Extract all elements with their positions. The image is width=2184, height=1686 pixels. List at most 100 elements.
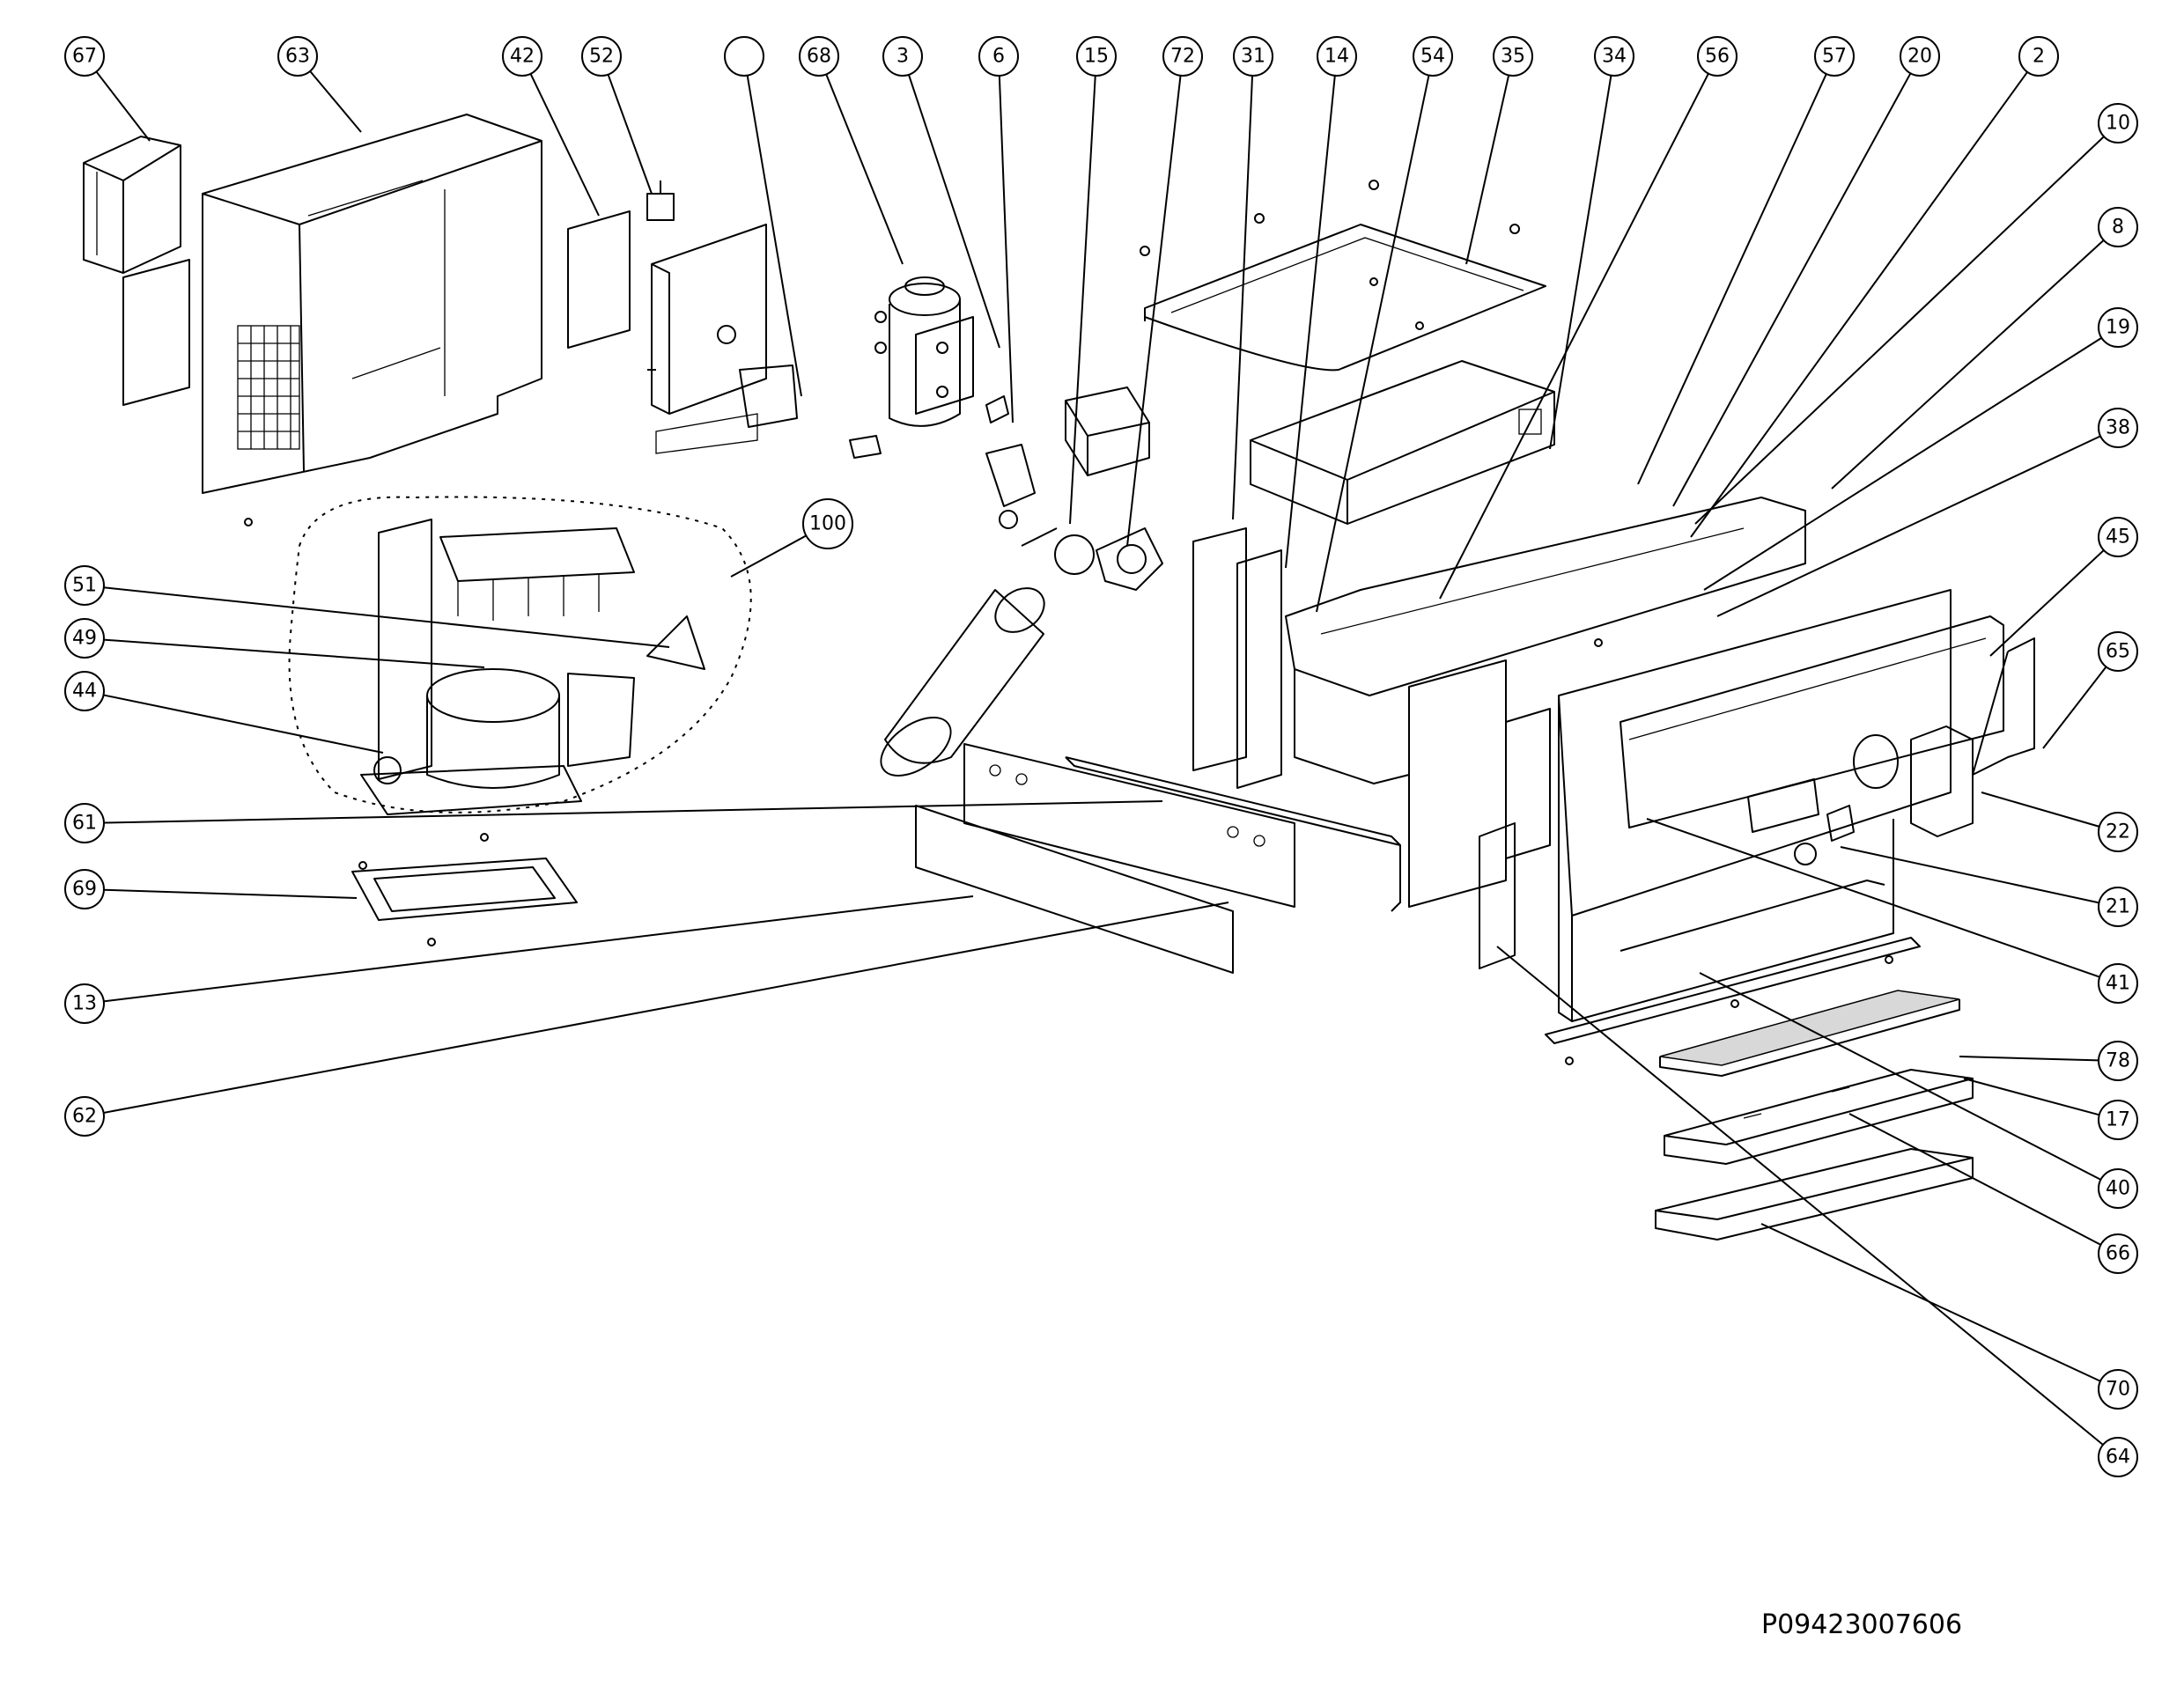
part-34-chassis-plate [1250,360,1555,525]
leader-line [1989,549,2105,657]
callout-circle [64,565,105,606]
callout-number: 42 [510,46,535,68]
part-40-rail [1545,937,1921,1044]
callout-circle [799,36,839,77]
leader-line [1672,72,1912,507]
callout-2: 2 [2018,36,2059,77]
leader-line [1981,791,2100,828]
leader-line [103,895,974,1003]
callout-number: 61 [72,813,97,835]
leader-line [95,70,151,142]
leader-line [1316,75,1430,613]
part-13-front-strip [915,743,1401,974]
screws [244,277,1893,1065]
callout-62: 62 [64,1096,105,1137]
part-45-front-panel [1558,589,2004,1022]
part-70-base-tray [1655,1148,1974,1241]
callout-13: 13 [64,983,105,1024]
part-17-drip-tray [1664,1069,1974,1165]
callout-15: 15 [1076,36,1117,77]
part-64-side-strip [1479,822,1516,969]
callout-22: 22 [2098,812,2138,852]
callout-circle [1233,36,1273,77]
callout-78: 78 [2098,1041,2138,1081]
callout-number: 78 [2106,1050,2130,1072]
part-31-side-panel [1192,527,1282,789]
callout-number: 21 [2106,896,2130,918]
callout-17: 17 [2098,1100,2138,1140]
leader-line [1285,75,1336,569]
diagram-code: P09423007606 [1761,1609,1963,1640]
callout-number: 70 [2106,1379,2130,1401]
leader-line [1699,972,2101,1181]
callout-number: 69 [72,879,97,901]
callout-circle [1493,36,1533,77]
callout-21: 21 [2098,887,2138,927]
callout-19: 19 [2098,307,2138,348]
callout-number: 3 [896,46,909,68]
callout-68: 68 [799,36,839,77]
callout-number: 51 [72,575,97,597]
callout-10: 10 [2098,103,2138,144]
callout-number: 49 [72,628,97,650]
callout-blank [724,36,764,77]
callout-66: 66 [2098,1233,2138,1274]
leader-line [1694,136,2105,525]
part-68-solenoid-cylinder [849,276,1009,459]
callout-number: 54 [1420,46,1445,68]
callout-number: 20 [1907,46,1932,68]
leader-line [1549,75,1612,450]
callout-number: 10 [2106,113,2130,135]
callout-number: 63 [285,46,310,68]
leader-line [1959,1056,2099,1062]
callout-circle [2098,1369,2138,1410]
callout-number: 62 [72,1106,97,1128]
leader-line [1703,336,2102,591]
callout-number: 67 [72,46,97,68]
callout-circle [882,36,923,77]
callout-circle [64,983,105,1024]
leader-line [746,75,802,397]
callout-circle [1317,36,1357,77]
callout-31: 31 [1233,36,1273,77]
leader-line [2042,666,2107,749]
callout-circle [1076,36,1117,77]
leader-line [103,800,1163,824]
callout-56: 56 [1697,36,1738,77]
part-15-valve-assembly [985,387,1163,591]
callout-circle [724,36,764,77]
callout-circle [978,36,1019,77]
callout-number: 38 [2106,417,2130,439]
callout-20: 20 [1900,36,1940,77]
callout-circle [2098,963,2138,1004]
callout-circle [2098,103,2138,144]
callout-number: 56 [1705,46,1730,68]
callout-number: 6 [992,46,1005,68]
callout-6: 6 [978,36,1019,77]
callout-number: 22 [2106,821,2130,843]
callout-number: 40 [2106,1178,2130,1200]
leader-line [529,73,600,217]
callout-8: 8 [2098,207,2138,247]
callout-circle [64,869,105,909]
callout-circle [2098,887,2138,927]
part-78-grille [1659,990,1960,1077]
callout-14: 14 [1317,36,1357,77]
callout-circle [1814,36,1855,77]
callout-3: 3 [882,36,923,77]
callout-42: 42 [502,36,542,77]
callout-67: 67 [64,36,105,77]
callout-number: 2 [2033,46,2045,68]
callout-38: 38 [2098,408,2138,448]
part-42-control-board [567,180,798,454]
callout-64: 64 [2098,1437,2138,1477]
callout-circle [1413,36,1453,77]
leader-line [730,532,812,578]
callout-61: 61 [64,803,105,843]
callout-number: 34 [1602,46,1627,68]
callout-100: 100 [802,498,853,549]
callout-57: 57 [1814,36,1855,77]
callout-circle [1594,36,1634,77]
callout-69: 69 [64,869,105,909]
